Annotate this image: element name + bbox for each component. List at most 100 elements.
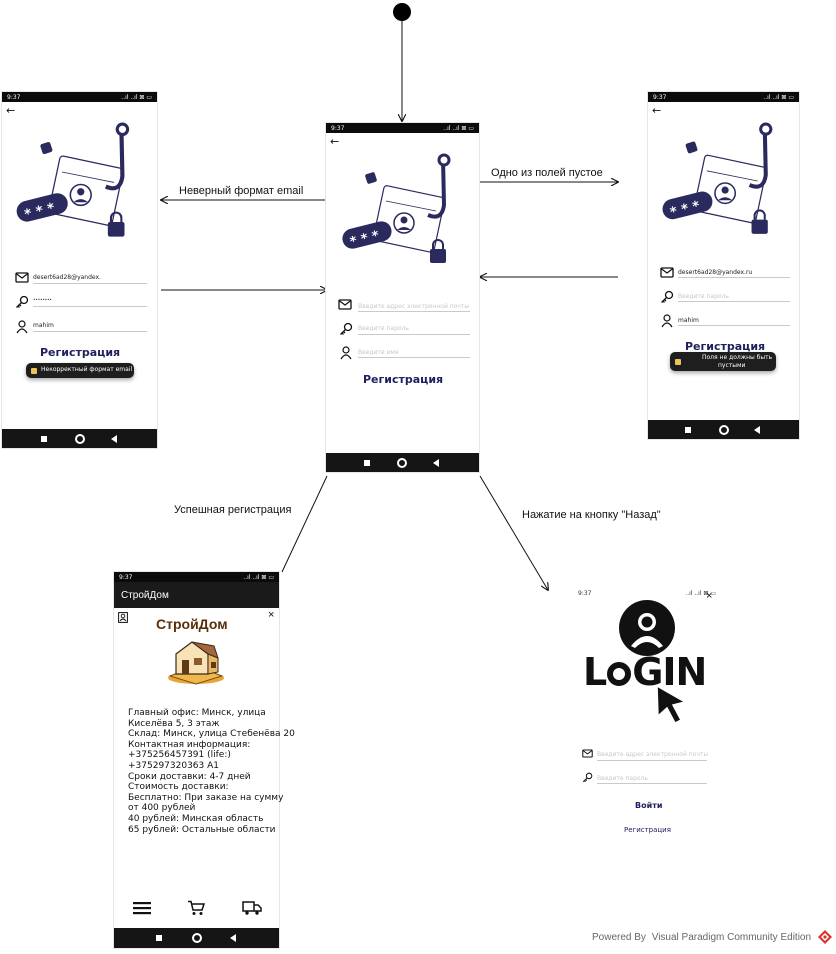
back-arrow-icon[interactable]: ← xyxy=(330,135,340,148)
name-input[interactable]: mahim xyxy=(678,317,699,324)
email-icon xyxy=(338,299,352,310)
recent-apps-icon[interactable] xyxy=(364,459,370,466)
person-icon xyxy=(16,320,28,334)
company-info-text: Главный офис: Минск, улица Киселёва 5, 3… xyxy=(128,708,295,835)
password-underline xyxy=(358,334,470,335)
phishing-illustration-icon: * * * xyxy=(338,153,458,273)
status-bar: 9:37..ıl ..ıl ⊠ ▭ xyxy=(648,92,799,102)
register-button[interactable]: Регистрация xyxy=(685,340,766,353)
back-arrow-icon[interactable]: ← xyxy=(652,104,662,117)
register-button[interactable]: Регистрация xyxy=(363,373,444,386)
login-button[interactable]: Войти xyxy=(635,801,663,810)
house-logo-icon xyxy=(166,636,226,686)
navigation-bar xyxy=(114,928,279,948)
app-icon xyxy=(675,358,681,365)
label-empty-field: Одно из полей пустое xyxy=(491,167,603,179)
email-underline xyxy=(678,277,790,278)
logo-o-ring-icon xyxy=(607,662,632,686)
email-icon xyxy=(15,272,29,283)
email-input[interactable]: Введите адрес электронной почты xyxy=(358,303,470,310)
initial-node xyxy=(393,3,411,21)
label-success: Успешная регистрация xyxy=(174,504,292,516)
powered-by-text: Powered By xyxy=(592,932,646,943)
recent-apps-icon[interactable] xyxy=(156,935,162,941)
nav-back-icon[interactable] xyxy=(754,425,760,434)
logo-letter-l: L xyxy=(583,650,607,694)
user-avatar-icon xyxy=(619,600,675,656)
name-input[interactable]: mahim xyxy=(33,322,54,329)
phishing-illustration-icon: * * * xyxy=(12,122,137,247)
home-icon[interactable] xyxy=(397,457,407,468)
name-underline xyxy=(358,357,470,358)
navigation-bar xyxy=(648,420,799,439)
navigation-bar xyxy=(2,429,157,448)
key-icon xyxy=(582,772,593,783)
phishing-illustration-icon: * * * xyxy=(658,122,780,244)
nav-back-icon[interactable] xyxy=(111,434,117,443)
home-screen: 9:37..ıl ..ıl ⊠ ▭ СтройДом × СтройДом Гл… xyxy=(114,572,295,948)
email-icon xyxy=(660,267,674,278)
person-icon xyxy=(661,314,673,328)
email-input[interactable]: desert6ad28@yandex. xyxy=(33,274,101,281)
home-icon[interactable] xyxy=(75,433,85,444)
watermark: Powered By Visual Paradigm Community Edi… xyxy=(592,932,811,943)
person-icon xyxy=(340,346,352,360)
close-icon[interactable]: × xyxy=(268,609,275,621)
password-underline xyxy=(678,301,790,302)
close-icon[interactable]: × xyxy=(706,590,713,602)
name-underline xyxy=(678,325,790,326)
svg-text:* * *: * * * xyxy=(349,228,381,250)
cart-icon[interactable] xyxy=(187,900,206,916)
name-input[interactable]: Введите имя xyxy=(358,349,399,356)
app-bar: СтройДом xyxy=(114,582,279,608)
app-icon xyxy=(31,367,37,374)
login-password-input[interactable]: Введите пароль xyxy=(597,775,648,782)
cursor-pointer-icon xyxy=(655,684,689,724)
label-back-pressed: Нажатие на кнопку "Назад" xyxy=(522,509,661,521)
svg-text:* * *: * * * xyxy=(669,199,702,221)
home-icon[interactable] xyxy=(719,424,729,435)
name-underline xyxy=(33,331,147,332)
brand-title: СтройДом xyxy=(156,616,228,632)
home-icon[interactable] xyxy=(192,933,202,943)
app-bar-title: СтройДом xyxy=(121,590,169,601)
login-email-input[interactable]: Введите адрес электронной почты xyxy=(597,751,709,758)
nav-back-icon[interactable] xyxy=(433,458,439,467)
email-underline xyxy=(33,283,147,284)
error-toast: Некорректный формат email xyxy=(26,363,134,378)
delivery-truck-icon[interactable] xyxy=(242,900,262,916)
toast-message-line2: пустыми xyxy=(718,362,746,369)
toast-message: Некорректный формат email xyxy=(41,366,133,373)
back-arrow-icon[interactable]: ← xyxy=(6,104,16,117)
key-icon xyxy=(660,290,674,304)
nav-back-icon[interactable] xyxy=(230,934,236,942)
recent-apps-icon[interactable] xyxy=(685,426,691,433)
register-link[interactable]: Регистрация xyxy=(624,826,671,834)
email-icon xyxy=(582,749,593,758)
password-underline xyxy=(597,783,707,784)
arrow-to-home xyxy=(281,475,328,573)
menu-icon[interactable] xyxy=(133,901,151,915)
error-toast: Поля не должны быть пустыми xyxy=(670,352,776,371)
visual-paradigm-logo-icon xyxy=(818,930,832,944)
toast-message-line1: Поля не должны быть xyxy=(702,354,773,361)
email-input[interactable]: desert6ad28@yandex.ru xyxy=(678,269,753,276)
svg-text:* * *: * * * xyxy=(23,200,57,223)
register-button[interactable]: Регистрация xyxy=(40,346,121,359)
password-input[interactable]: •••••••• xyxy=(33,297,52,302)
error-empty-screen: 9:37..ıl ..ıl ⊠ ▭ ← * * * desert6ad28@ya… xyxy=(648,92,799,439)
status-bar: 9:37..ıl ..ıl ⊠ ▭ xyxy=(2,92,157,102)
profile-icon[interactable] xyxy=(118,612,128,623)
password-underline xyxy=(33,306,147,307)
registration-screen: 9:37..ıl ..ıl ⊠ ▭ ← * * * Введите адрес … xyxy=(326,123,479,472)
key-icon xyxy=(15,295,29,309)
email-underline xyxy=(358,311,470,312)
arrow-to-login xyxy=(479,475,548,590)
navigation-bar xyxy=(326,453,479,472)
password-input[interactable]: Введите пароль xyxy=(358,325,409,332)
password-input[interactable]: Введите пароль xyxy=(678,293,729,300)
edition-text: Visual Paradigm Community Edition xyxy=(651,932,812,943)
recent-apps-icon[interactable] xyxy=(41,435,47,442)
